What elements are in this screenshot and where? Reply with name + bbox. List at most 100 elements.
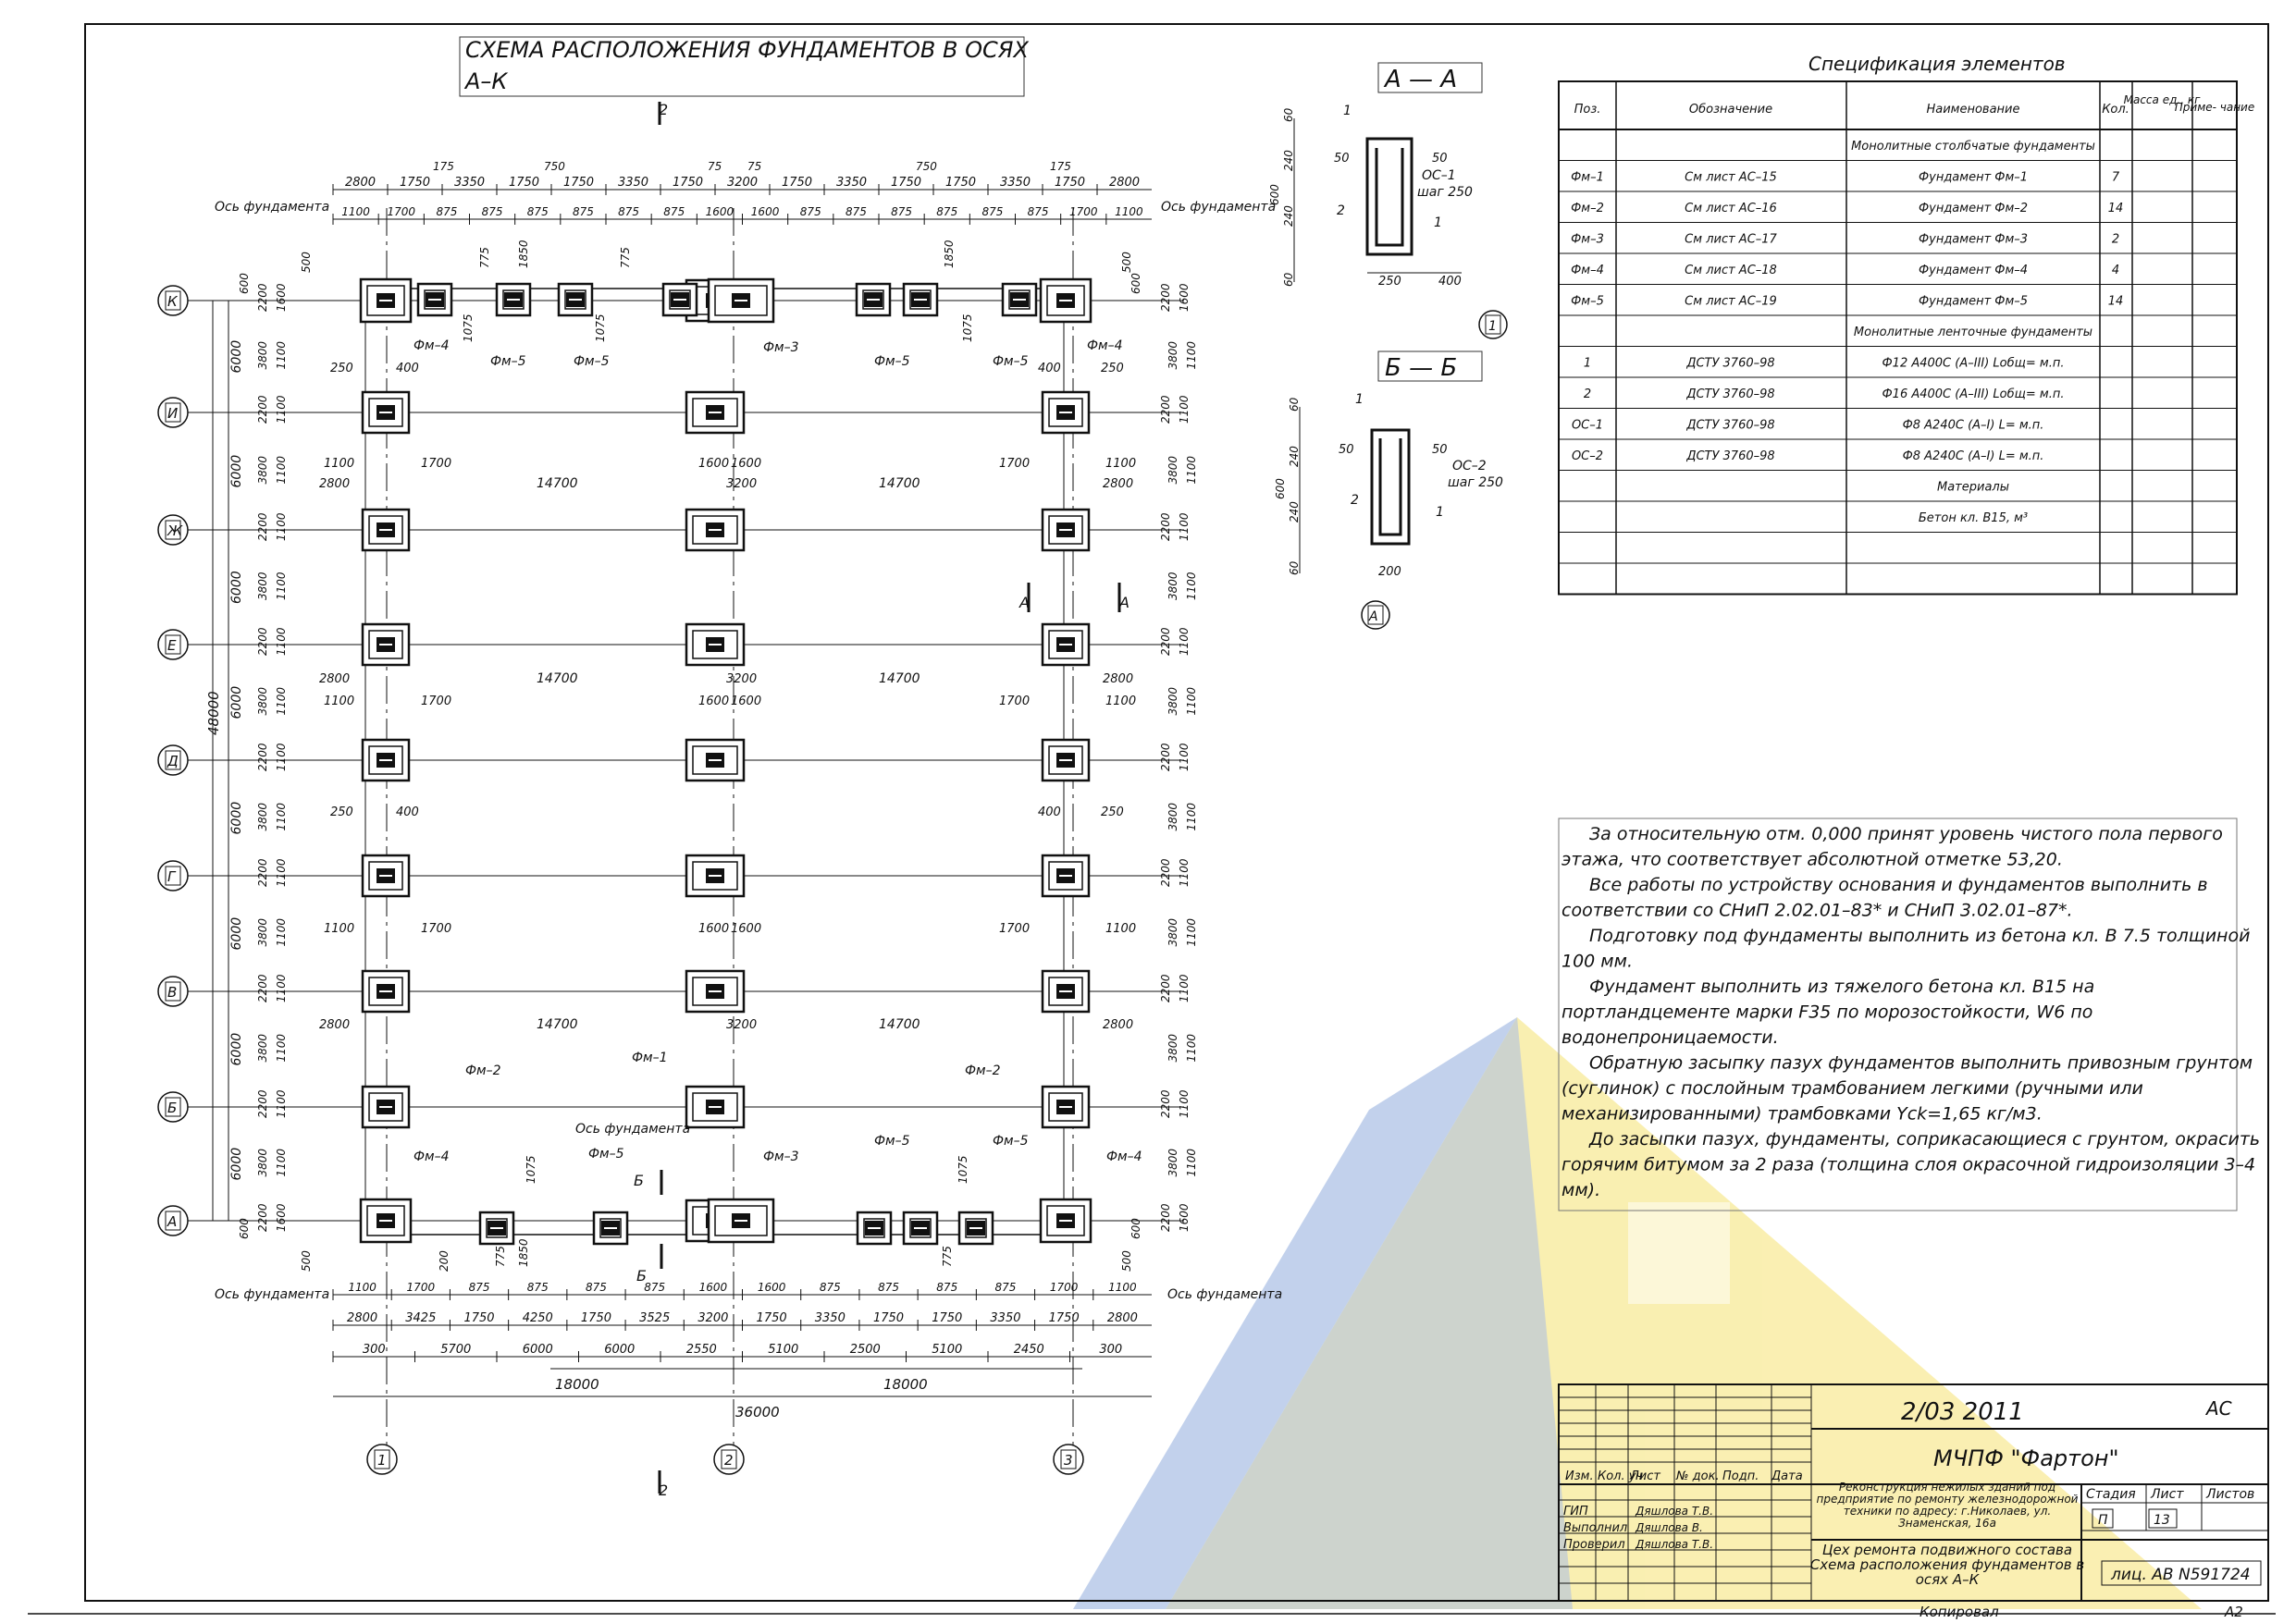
section-aa-mark-1a: 1 [1343, 104, 1352, 118]
bottom-chain-1-2: 875 [469, 1281, 490, 1294]
spec-code-3: См лист АС–17 [1685, 233, 1777, 247]
top-chain-3-8: 1600 [706, 205, 734, 218]
foundation-axis-label-tr: Ось фундамента [1161, 200, 1276, 215]
section-bb-dim-240b: 240 [1288, 501, 1301, 523]
foundation-2a-В [685, 969, 746, 1014]
side-right-5-0: 2200 [1159, 858, 1172, 887]
axis-label-Г: Г [167, 868, 177, 885]
spec-name-9: Ф8 А240С (А–I) L= м.п. [1903, 419, 2044, 433]
foundation-2b-К [707, 277, 775, 324]
foundation-3-Б [1041, 1085, 1091, 1129]
general-notes: За относительную отм. 0,000 принят урове… [1558, 818, 2260, 1211]
stamp-section: АС [2204, 1397, 2232, 1420]
dim-1600-b: 1600 [731, 457, 761, 471]
note-line-2: Все работы по устройству основания и фун… [1589, 875, 2208, 895]
bottom-chain-1-7: 1600 [758, 1281, 786, 1294]
dim-2800-f: 2800 [1103, 1018, 1133, 1032]
note-line-8: водонепроницаемости. [1562, 1027, 1779, 1048]
foundation-fm5-bot-2 [856, 1211, 893, 1246]
foundation-3-А [1039, 1198, 1092, 1244]
side-500-3: 500 [1120, 1250, 1133, 1272]
top-chain-2-9: 3350 [836, 176, 867, 190]
spec-code-2: См лист АС–16 [1685, 202, 1777, 215]
dim-1100-c: 1100 [324, 695, 354, 708]
section-aa-mark-2: 2 [1337, 203, 1345, 218]
side-right-mid-4: 3800 [1167, 803, 1179, 831]
dim-2800-d: 2800 [1103, 672, 1133, 686]
stamp-stage-header-2: Листов [2205, 1487, 2254, 1502]
label-fm4-tl: Фм–4 [414, 338, 450, 353]
section-aa-os: ОС–1 [1422, 168, 1456, 183]
dim-3200-a: 3200 [726, 477, 757, 491]
side-left-mid-6: 3800 [256, 1034, 269, 1063]
side-right-mid-0: 3800 [1167, 341, 1179, 370]
side-1075-0: 1075 [462, 314, 475, 342]
dim-1100-b: 1100 [1105, 457, 1136, 471]
spec-pos-5: Фм–5 [1571, 295, 1604, 309]
side-left-7-1: 1100 [275, 1089, 288, 1118]
foundation-3-Е [1041, 622, 1091, 667]
spec-name-5: Фундамент Фм–5 [1919, 295, 2028, 309]
dim-inner-14700-2: 14700 [879, 476, 920, 491]
side-left-mid-7: 3800 [256, 1149, 269, 1177]
side-left-2-0: 2200 [256, 512, 269, 541]
label-fm5-2: Фм–5 [574, 354, 610, 369]
foundation-axis-label-tl: Ось фундамента [215, 200, 329, 215]
section-aa-step: шаг 250 [1417, 185, 1473, 200]
side-left-3-1: 1100 [275, 627, 288, 656]
side-small-1: 1850 [517, 240, 530, 268]
spec-qty-1: 7 [2112, 171, 2120, 185]
side-right-4-0: 2200 [1159, 743, 1172, 771]
side-small-5: 1850 [517, 1238, 530, 1267]
dim-inner-14700-6: 14700 [879, 1017, 920, 1032]
stamp-copied: Копировал [1920, 1604, 1999, 1620]
section-bb-dim-600: 600 [1274, 478, 1287, 499]
spec-name-10: Ф8 А240С (А–I) L= м.п. [1903, 449, 2044, 463]
foundation-1-К [359, 277, 413, 324]
bottom-chain-2-9: 1750 [873, 1311, 904, 1325]
axis-label-К: К [167, 293, 179, 310]
side-left-5-0: 2200 [256, 858, 269, 887]
side-600-0: 600 [238, 273, 251, 294]
top-chain-2-8: 1750 [782, 176, 812, 190]
side-right-0-1: 1600 [1178, 283, 1191, 312]
label-fm3-bot: Фм–3 [763, 1150, 799, 1164]
side-left-6-0: 2200 [256, 974, 269, 1002]
dim-span-right: 18000 [883, 1376, 928, 1393]
foundation-axis-label-bl: Ось фундамента [215, 1287, 329, 1302]
dim-250-b: 250 [1101, 362, 1124, 375]
cut-2-bottom: 2 [659, 1482, 668, 1499]
side-left-mid2-2: 1100 [275, 572, 288, 600]
foundation-1-Д [361, 738, 411, 782]
stamp-sheet-name-2: осях А–К [1916, 1571, 1981, 1588]
label-fm5-1: Фм–5 [490, 354, 526, 369]
side-left-7-0: 2200 [256, 1089, 269, 1118]
section-aa-axis: 1 [1488, 319, 1497, 334]
side-left-1-0: 2200 [256, 395, 269, 424]
side-right-5-1: 1100 [1178, 858, 1191, 887]
label-fm1: Фм–1 [632, 1051, 668, 1065]
bottom-chain-2-13: 2800 [1107, 1311, 1138, 1325]
foundation-1-Е [361, 622, 411, 667]
side-right-mid-7: 3800 [1167, 1149, 1179, 1177]
side-1075-4: 1075 [957, 1155, 969, 1184]
foundation-fm5-top-0 [416, 282, 453, 317]
spec-header-mass: Масса ед., кг [2124, 93, 2201, 106]
foundation-3-К [1039, 277, 1092, 324]
foundation-2b-А [707, 1198, 775, 1244]
dim-span-left: 18000 [555, 1376, 599, 1393]
dim-1600-f: 1600 [731, 922, 761, 936]
label-fm2-l: Фм–2 [465, 1064, 501, 1078]
foundation-2a-Е [685, 622, 746, 667]
section-aa-dim-240b: 240 [1282, 205, 1295, 227]
bottom-chain-2-7: 1750 [757, 1311, 787, 1325]
section-bb-dim-50a: 50 [1339, 443, 1354, 457]
dim-1700-b: 1700 [999, 457, 1030, 471]
foundation-3-Д [1041, 738, 1091, 782]
foundation-2a-И [685, 390, 746, 435]
section-bb-dim-50b: 50 [1432, 443, 1448, 457]
side-left-mid2-0: 1100 [275, 341, 288, 370]
note-line-3: соответствии со СНиП 2.02.01–83* и СНиП … [1562, 901, 2073, 921]
side-right-mid2-6: 1100 [1185, 1034, 1198, 1063]
